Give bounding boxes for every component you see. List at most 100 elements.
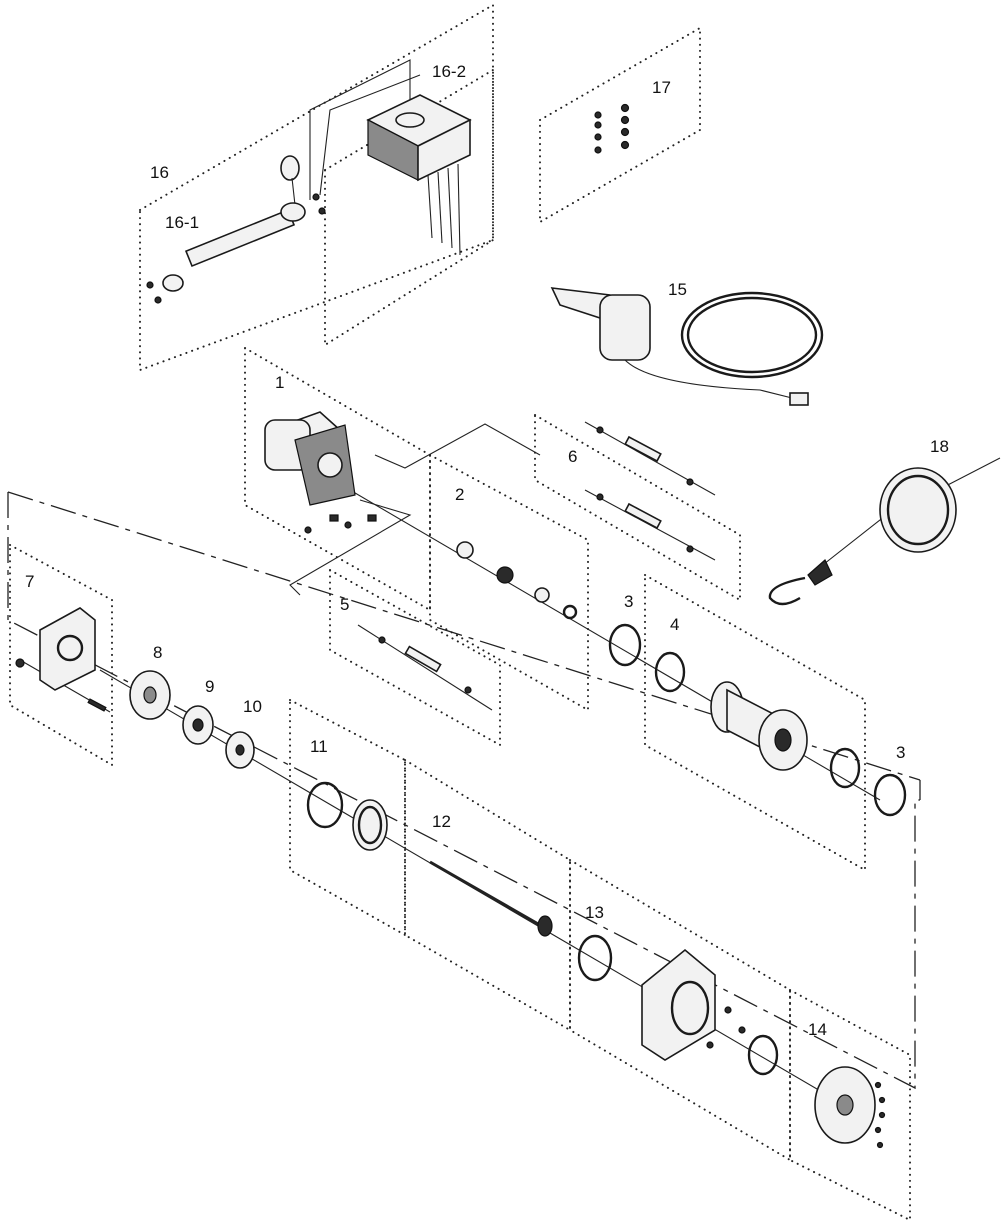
housing-screw-3	[706, 1041, 714, 1049]
part-17-hardware	[594, 103, 630, 154]
coupling-a	[456, 541, 474, 559]
label-14: 14	[808, 1020, 827, 1039]
lever-mount	[280, 202, 306, 222]
label-16-2: 16-2	[432, 62, 466, 81]
rod-6-nut-3	[596, 493, 604, 501]
group-boxes	[9, 3, 911, 1222]
shaft-line-1	[429, 860, 541, 927]
ring-4-left	[654, 651, 686, 693]
screw-a	[146, 281, 154, 289]
motor-shaft-hub	[317, 452, 343, 478]
remote-cable	[624, 359, 793, 399]
remote-body	[599, 294, 651, 361]
part-16-2-control-box	[366, 94, 472, 256]
screw-d	[318, 207, 326, 215]
label-16-1: 16-1	[165, 213, 199, 232]
nut-3	[620, 127, 630, 137]
box-11	[289, 698, 406, 937]
box-6	[534, 413, 741, 602]
label-8: 8	[153, 643, 162, 662]
bracket-plate	[39, 607, 96, 691]
part-6-tie-rods	[596, 426, 694, 553]
rod-5-sleeve	[404, 645, 442, 673]
part-16-switch-assembly	[146, 94, 472, 304]
cover-screw-5	[876, 1141, 884, 1149]
bracket-hole	[56, 634, 84, 662]
leader-16b	[319, 74, 421, 196]
bolt-3	[594, 133, 602, 141]
coupling-clip	[562, 604, 578, 620]
coupling-c	[534, 587, 550, 603]
cover-screw-4	[874, 1126, 882, 1134]
ring-11-gear-inner	[357, 805, 383, 845]
box-2	[429, 453, 589, 712]
rod-6-nut-1	[596, 426, 604, 434]
bracket-nut	[15, 658, 25, 668]
part-8-10-gears	[129, 670, 255, 769]
screw-motor-2	[344, 521, 352, 529]
housing-body	[641, 948, 716, 1061]
ring-11-seal	[306, 781, 344, 829]
assembly-outline	[7, 491, 921, 1090]
hook-eye	[807, 559, 833, 586]
screw-c	[312, 193, 320, 201]
part-3-4-drum	[608, 623, 907, 817]
lever-plate	[162, 274, 184, 292]
end-cover-hub	[836, 1094, 854, 1116]
ring-3-right	[873, 773, 907, 817]
box-16	[139, 3, 494, 372]
housing-screw-2	[738, 1026, 746, 1034]
part-14-end-cover	[814, 1066, 886, 1149]
label-10: 10	[243, 697, 262, 716]
rod-5-nut-2	[464, 686, 472, 694]
drum-hub	[774, 728, 792, 752]
screw-b	[154, 296, 162, 304]
label-5: 5	[340, 595, 349, 614]
ring-13-seal	[577, 934, 613, 982]
leader-1-6	[374, 423, 541, 469]
screw-motor-1	[304, 526, 312, 534]
label-17: 17	[652, 78, 671, 97]
box-side-right	[417, 118, 471, 182]
lever-rod	[291, 177, 296, 206]
rod-6a-sleeve	[624, 435, 662, 463]
cable-2	[437, 171, 443, 244]
part-16-1-lever	[146, 155, 326, 304]
leader-18	[809, 457, 1001, 576]
part-18-cable-hook	[768, 467, 957, 606]
part-7-bracket	[15, 607, 107, 712]
axis-6a	[584, 421, 716, 496]
axis-5	[357, 624, 493, 711]
housing-bore	[670, 980, 710, 1036]
remote-cable-coil-2	[686, 296, 818, 374]
outline-dash-path	[7, 492, 920, 1090]
rod-6-nut-2	[686, 478, 694, 486]
lever-knob	[280, 155, 300, 181]
gear-9-hub	[192, 718, 204, 732]
bolt-1	[594, 111, 602, 119]
box-12	[404, 758, 571, 1032]
label-2: 2	[455, 485, 464, 504]
part-12-shaft	[429, 860, 553, 937]
rod-5-nut-1	[378, 636, 386, 644]
part-13-housing	[577, 934, 779, 1076]
box-5	[329, 568, 501, 747]
label-15: 15	[668, 280, 687, 299]
leader-1-5	[289, 499, 412, 596]
gear-8-hub	[143, 686, 157, 704]
label-6: 6	[568, 447, 577, 466]
box-4	[644, 573, 866, 872]
leader-16	[309, 59, 411, 200]
label-16: 16	[150, 163, 169, 182]
coupling-b	[496, 566, 514, 584]
label-1: 1	[275, 373, 284, 392]
label-7: 7	[25, 572, 34, 591]
box-7	[9, 543, 113, 767]
bolt-2	[594, 121, 602, 129]
label-18: 18	[930, 437, 949, 456]
cable-4	[457, 163, 461, 256]
label-11: 11	[310, 737, 328, 756]
part-1-motor	[264, 411, 377, 534]
lever-body	[184, 208, 296, 268]
